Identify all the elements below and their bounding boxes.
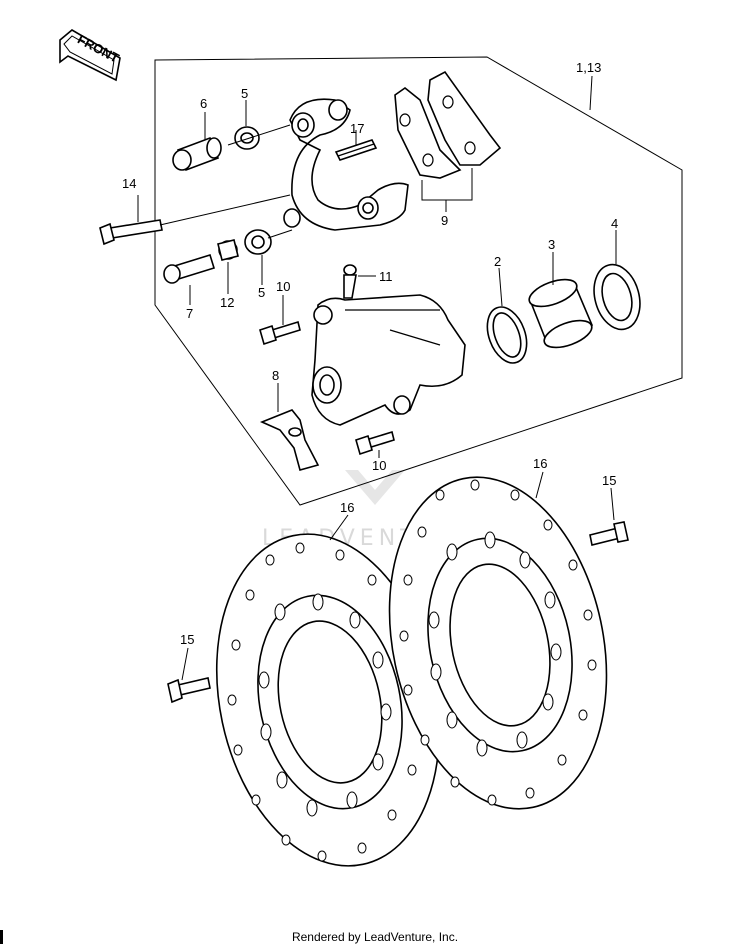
callout-4: 4 — [611, 216, 618, 231]
caliper-bracket — [283, 98, 409, 231]
footer-credit: Rendered by LeadVenture, Inc. — [291, 930, 459, 944]
dust-seal-4 — [593, 263, 641, 331]
callout-2: 2 — [494, 254, 501, 269]
bolt-15-left — [167, 677, 211, 704]
callout-5-upper: 5 — [241, 86, 248, 101]
brake-disc-16-left — [215, 533, 441, 867]
callout-15-left: 15 — [180, 632, 194, 647]
boot-5-upper — [234, 126, 260, 150]
callout-17: 17 — [350, 121, 364, 136]
callout-12: 12 — [220, 295, 234, 310]
pad-spring-8 — [259, 409, 320, 471]
callout-16-right: 16 — [533, 456, 547, 471]
callout-3: 3 — [548, 237, 555, 252]
sleeve-12 — [217, 239, 239, 261]
callout-11: 11 — [379, 269, 393, 284]
callout-10-upper: 10 — [276, 279, 290, 294]
brake-pads-9 — [394, 70, 502, 179]
callout-8: 8 — [272, 368, 279, 383]
callout-14: 14 — [122, 176, 136, 191]
pin-6 — [172, 136, 222, 172]
margin-tick — [0, 930, 3, 944]
callout-16-left: 16 — [340, 500, 354, 515]
callout-10-lower: 10 — [372, 458, 386, 473]
pin-7 — [163, 253, 215, 284]
piston-3 — [528, 278, 594, 349]
bolt-10-lower — [355, 430, 395, 456]
boot-5-lower — [244, 229, 272, 255]
front-arrow-badge: FRONT — [59, 29, 122, 82]
bolt-10-upper — [259, 320, 301, 346]
callout-1-13: 1,13 — [576, 60, 601, 75]
callout-6: 6 — [200, 96, 207, 111]
caliper-body — [311, 294, 466, 426]
bolt-14 — [99, 219, 163, 246]
bolt-15-right — [589, 521, 629, 546]
assembly-boundary — [154, 56, 683, 506]
callout-5-lower: 5 — [258, 285, 265, 300]
clip-17 — [334, 139, 378, 161]
callout-15-right: 15 — [602, 473, 616, 488]
callout-9: 9 — [441, 213, 448, 228]
callout-7: 7 — [186, 306, 193, 321]
piston-seal-2 — [486, 306, 528, 364]
bleeder-valve-11 — [343, 264, 357, 299]
brake-disc-16-right — [388, 476, 608, 810]
